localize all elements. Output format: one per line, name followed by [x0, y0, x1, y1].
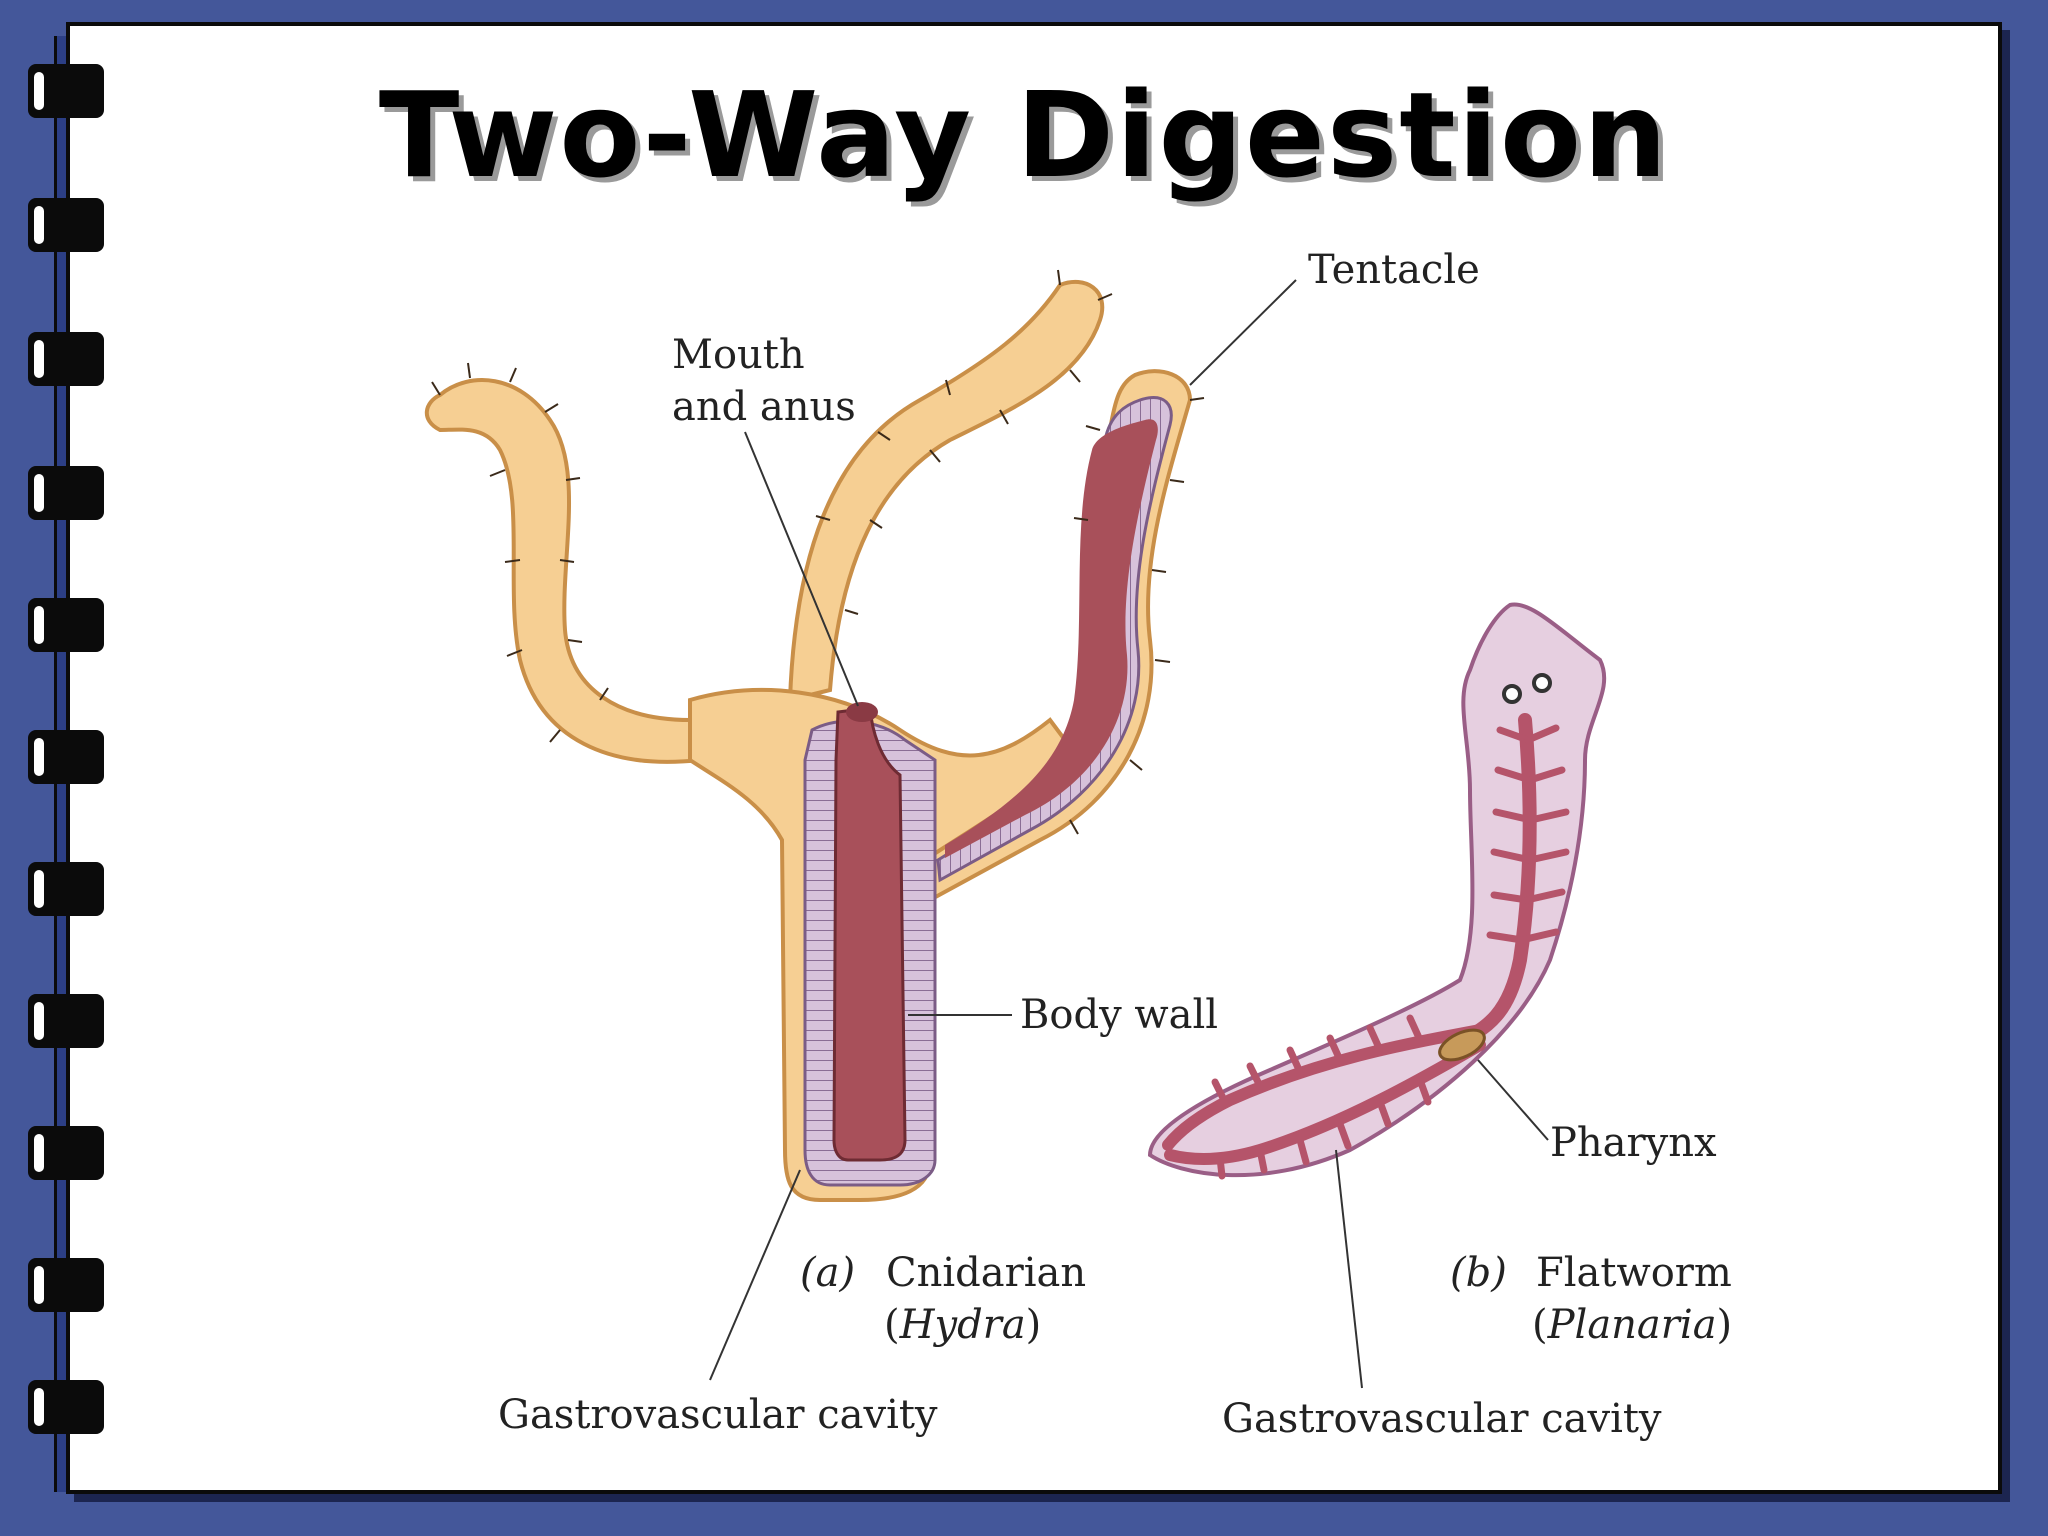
planaria-gut-branch-lower: [1164, 1039, 1486, 1165]
caption-b-name: Flatworm: [1536, 1250, 1732, 1296]
planaria-pharynx: [1438, 1028, 1486, 1062]
hydra-gastrovascular-cavity: [832, 706, 907, 1162]
leader-line-gastro-b: [1335, 1149, 1363, 1389]
planaria-gut-diverticula: [1211, 724, 1570, 1180]
hydra-illustration: [424, 269, 1205, 1202]
binding-ring: [28, 198, 104, 252]
caption-a-letter: (a): [800, 1250, 855, 1296]
hydra-left-tentacle: [424, 378, 703, 764]
planaria-eye: [1502, 684, 1522, 704]
binding-ring: [28, 466, 104, 520]
leader-line-mouth: [744, 431, 859, 707]
label-pharynx: Pharynx: [1550, 1120, 1717, 1166]
leader-line-tentacle: [1189, 279, 1297, 386]
binding-ring: [28, 598, 104, 652]
binding-ring: [28, 1258, 104, 1312]
label-mouth-line2: and anus: [672, 384, 856, 430]
binding-ring: [28, 1126, 104, 1180]
caption-b-genus: (Planaria): [1532, 1302, 1732, 1348]
label-mouth-line1: Mouth: [672, 332, 805, 378]
hydra-bristles: [431, 269, 1205, 835]
planaria-illustration: [1147, 602, 1607, 1180]
hydra-mouth: [846, 702, 878, 722]
label-gastrovascular-cavity-a: Gastrovascular cavity: [498, 1392, 938, 1438]
binding-ring: [28, 332, 104, 386]
binding-ring: [28, 1380, 104, 1434]
caption-a-genus: (Hydra): [884, 1302, 1041, 1348]
binding-ring: [28, 862, 104, 916]
caption-a-name: Cnidarian: [886, 1250, 1086, 1296]
label-gastrovascular-cavity-b: Gastrovascular cavity: [1222, 1396, 1662, 1442]
label-body-wall: Body wall: [1020, 992, 1218, 1038]
leader-line-pharynx: [1477, 1059, 1549, 1141]
hydra-middle-tentacle: [787, 279, 1105, 703]
planaria-gut-branch-upper: [1162, 1024, 1486, 1151]
planaria-gut-anterior: [1443, 713, 1537, 1052]
binding-ring: [28, 994, 104, 1048]
caption-b-letter: (b): [1450, 1250, 1507, 1296]
slide-title: Two-Way Digestion: [378, 66, 1670, 204]
binding-ring: [28, 730, 104, 784]
leader-line-gastro-a: [709, 1169, 801, 1381]
label-tentacle: Tentacle: [1308, 247, 1480, 293]
hydra-tentacle-cavity: [945, 419, 1158, 858]
planaria-eye: [1532, 673, 1552, 693]
planaria-body: [1147, 602, 1607, 1178]
leader-lines: [709, 279, 1549, 1389]
binding-ring: [28, 64, 104, 118]
